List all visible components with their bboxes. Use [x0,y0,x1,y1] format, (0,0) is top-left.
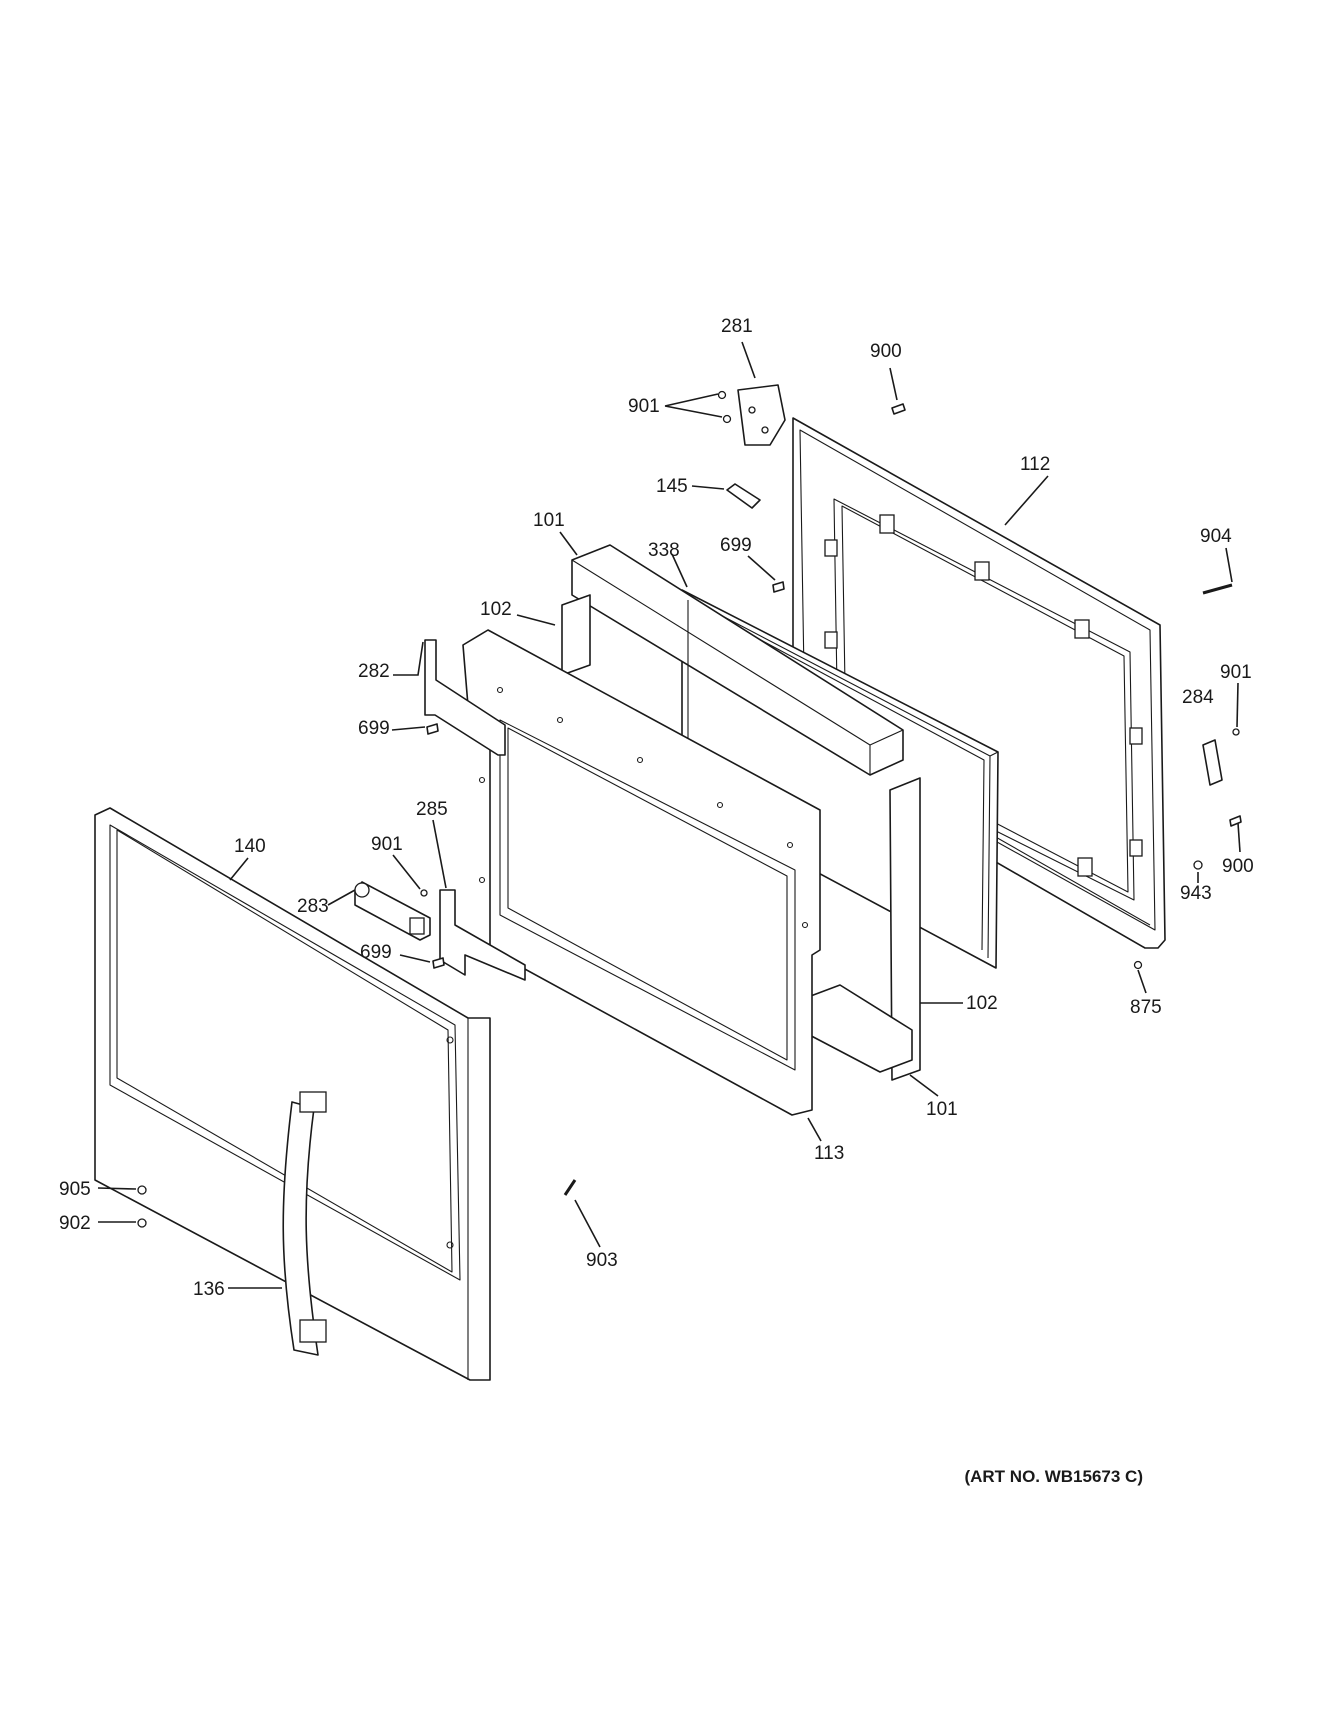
part-283-hinge-arm [354,881,431,941]
callout-112: 112 [1020,454,1050,475]
callout-900-top: 900 [870,341,902,362]
callout-282: 282 [358,661,390,682]
callout-145: 145 [656,476,688,497]
part-145-clip [726,483,761,509]
callout-943: 943 [1180,883,1212,904]
callout-140: 140 [234,836,266,857]
part-282-bracket [424,639,506,756]
part-285-bracket [439,889,526,981]
callout-102-bottom: 102 [966,993,998,1014]
callout-900-right: 900 [1222,856,1254,877]
leader-lines [97,341,1241,1289]
callout-281: 281 [721,316,753,337]
callout-284: 284 [1182,687,1214,708]
fasteners [137,390,1242,1228]
callout-901-mid: 901 [371,834,403,855]
art-number: (ART NO. WB15673 C) [964,1467,1143,1486]
callout-901-top: 901 [628,396,660,417]
callout-102-top: 102 [480,599,512,620]
part-136-handle [282,1091,327,1356]
part-284-latch [1202,739,1223,786]
callout-283: 283 [297,896,329,917]
callout-136: 136 [193,1279,225,1300]
callout-113: 113 [814,1143,844,1164]
callout-101-top: 101 [533,510,565,531]
callout-904: 904 [1200,526,1232,547]
callout-699-left: 699 [358,718,390,739]
callout-285: 285 [416,799,448,820]
callout-338: 338 [648,540,680,561]
callout-875: 875 [1130,997,1162,1018]
callout-901-right: 901 [1220,662,1252,683]
callout-699-top: 699 [720,535,752,556]
callout-labels: 281 900 901 145 112 101 338 699 904 102 … [59,316,1254,1300]
callout-699-mid: 699 [360,942,392,963]
part-112-door-frame [792,417,1166,949]
callout-905: 905 [59,1179,91,1200]
part-140-outer-door [94,807,491,1381]
callout-902: 902 [59,1213,91,1234]
callout-903: 903 [586,1250,618,1271]
part-281-top-bracket [737,384,786,446]
callout-101-bottom: 101 [926,1099,958,1120]
